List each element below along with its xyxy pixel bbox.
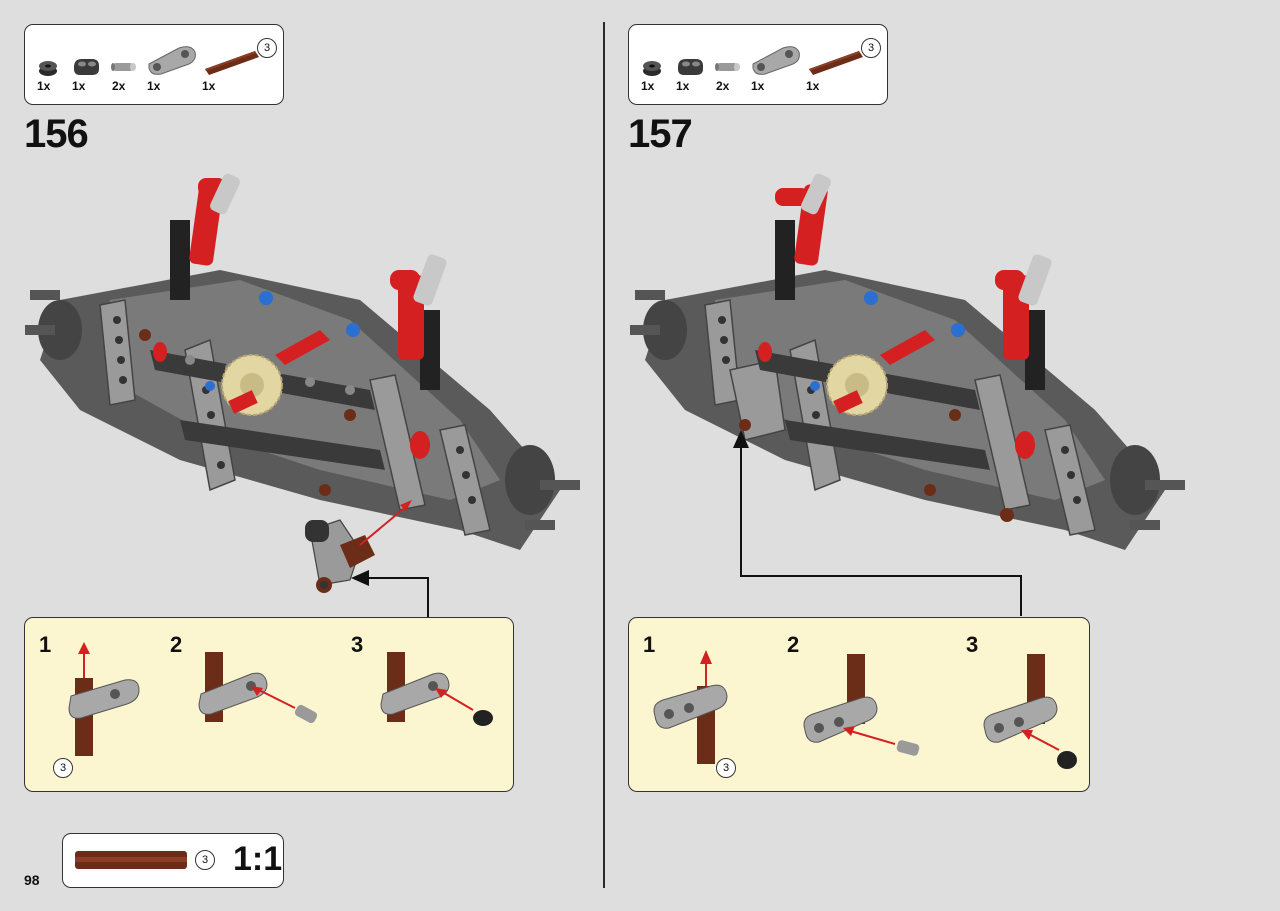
substep-number: 3 [966, 632, 979, 657]
substep-3-illustration [983, 654, 1077, 769]
substep-callout-156: 1 2 3 3 [24, 617, 514, 792]
axle-length-badge: 3 [53, 758, 73, 778]
page-number: 98 [24, 872, 40, 888]
qty-label: 1x [641, 79, 655, 93]
substep-number: 1 [643, 632, 656, 657]
qty-label: 1x [72, 79, 86, 93]
step-number: 156 [24, 112, 89, 156]
substep-1-illustration [653, 650, 728, 764]
bush-icon [39, 61, 57, 76]
step-number: 157 [628, 112, 693, 156]
substep-number: 2 [170, 632, 183, 657]
substep-3-illustration [380, 652, 493, 726]
axle-length-badge: 3 [716, 758, 736, 778]
chassis-assembly-illustration [25, 173, 580, 593]
substep-1-illustration [68, 642, 140, 756]
page-divider [603, 22, 605, 888]
qty-label: 2x [716, 79, 730, 93]
substep-number: 1 [39, 632, 52, 657]
parts-list-156: 1x 1x 2x 1x 1x 3 [24, 24, 284, 105]
pin-icon [111, 63, 136, 71]
substep-number: 2 [787, 632, 800, 657]
scale-ratio: 1:1 [233, 840, 283, 878]
substep-2-illustration [803, 654, 920, 756]
callout-arrow [351, 570, 429, 618]
pin-connector-icon [74, 59, 99, 75]
axle-icon [809, 51, 863, 75]
axle-length-badge: 3 [257, 38, 277, 58]
qty-label: 1x [676, 79, 690, 93]
scale-reference: 3 1:1 [62, 833, 284, 888]
axle-length-badge: 3 [861, 38, 881, 58]
substep-number: 3 [351, 632, 364, 657]
chassis-assembly-illustration [630, 173, 1185, 550]
bush-icon [643, 61, 661, 76]
qty-label: 1x [202, 79, 216, 93]
beam-connector-icon [752, 46, 800, 75]
axle-icon [75, 851, 187, 869]
substep-2-illustration [198, 652, 318, 724]
qty-label: 1x [751, 79, 765, 93]
qty-label: 1x [806, 79, 820, 93]
beam-connector-icon [148, 46, 196, 75]
substep-callout-157: 1 2 3 3 [628, 617, 1090, 792]
pin-connector-icon [678, 59, 703, 75]
qty-label: 2x [112, 79, 126, 93]
axle-icon [205, 51, 259, 75]
pin-icon [715, 63, 740, 71]
qty-label: 1x [147, 79, 161, 93]
qty-label: 1x [37, 79, 51, 93]
parts-list-157: 1x 1x 2x 1x 1x 3 [628, 24, 888, 105]
axle-length-badge: 3 [195, 850, 215, 870]
callout-arrow [733, 430, 1022, 616]
